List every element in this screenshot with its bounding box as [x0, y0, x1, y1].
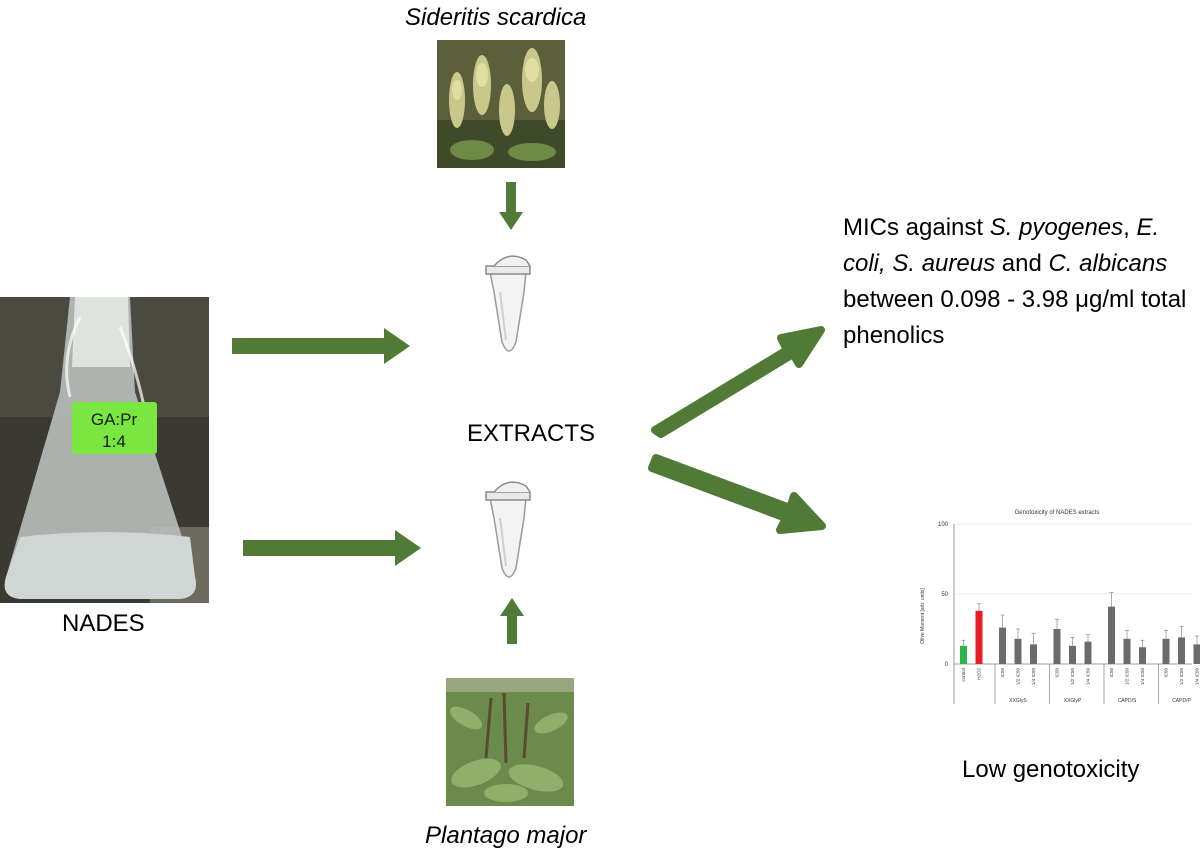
flask-label-line1: GA:Pr [91, 410, 138, 429]
group-label: XXGlyS [1009, 698, 1027, 704]
bar [1123, 638, 1131, 664]
x-tick-label: 1/4 IC50 [1086, 668, 1091, 686]
group-label: XXGlyP [1064, 698, 1082, 704]
x-tick-label: 1/4 IC50 [1195, 668, 1200, 686]
x-tick-label: 1/2 IC50 [1179, 668, 1184, 686]
bar [1162, 638, 1170, 664]
bar [1030, 644, 1037, 664]
arrow-up-icon [500, 598, 524, 644]
y-tick-label: 100 [938, 522, 949, 528]
y-tick-label: 0 [945, 662, 949, 668]
eppendorf-tube-icon-top [485, 255, 531, 352]
group-label: CAPD/P [1172, 698, 1191, 704]
sideritis-photo [437, 40, 565, 168]
bar [1069, 645, 1076, 664]
bar [999, 627, 1006, 664]
bar [1178, 637, 1185, 664]
arrow-diagonal-down-icon [648, 454, 826, 534]
x-tick-label: IC50 [1055, 668, 1060, 678]
bar [1108, 606, 1115, 664]
plantago-photo [446, 678, 574, 806]
arrow-down-icon [499, 182, 523, 230]
arrow-right-icon-top [232, 328, 410, 364]
low-genotoxicity-label: Low genotoxicity [962, 756, 1140, 783]
bar [1193, 644, 1200, 664]
mic-results-text: MICs against S. pyogenes, E. coli, S. au… [843, 214, 1187, 349]
arrow-right-icon-bottom [243, 530, 421, 566]
genotoxicity-chart: Genotoxicity of NADES extracts Olive Mom… [920, 510, 1200, 704]
x-tick-label: 1/2 IC50 [1016, 668, 1021, 686]
x-tick-label: H2O2 [977, 668, 982, 680]
bar [960, 645, 967, 664]
bar [1084, 641, 1092, 664]
nades-label: NADES [62, 610, 145, 637]
arrow-diagonal-up-icon [651, 326, 825, 438]
chart-ylabel: Olive Moment [arb. units] [920, 588, 926, 644]
bar [1014, 638, 1022, 664]
x-tick-label: IC50 [1164, 668, 1169, 678]
bar [1053, 629, 1061, 664]
bar [975, 610, 983, 664]
x-tick-label: control [961, 668, 966, 682]
x-tick-label: 1/4 IC50 [1140, 668, 1145, 686]
bar [1139, 647, 1146, 664]
eppendorf-tube-icon-bottom [485, 481, 531, 578]
sideritis-label: Sideritis scardica [405, 4, 587, 31]
y-tick-label: 50 [941, 592, 948, 598]
extracts-label: EXTRACTS [467, 420, 596, 447]
x-tick-label: IC50 [1109, 668, 1114, 678]
x-tick-label: IC50 [1000, 668, 1005, 678]
group-label: CAPD/S [1118, 698, 1137, 704]
nades-flask-photo: GA:Pr 1:4 [0, 297, 209, 603]
plantago-label: Plantago major [425, 822, 587, 849]
x-tick-label: 1/2 IC50 [1125, 668, 1130, 686]
chart-title: Genotoxicity of NADES extracts [1015, 510, 1100, 516]
flask-label-line2: 1:4 [102, 432, 126, 451]
x-tick-label: 1/2 IC50 [1070, 668, 1075, 686]
x-tick-label: 1/4 IC50 [1031, 668, 1036, 686]
